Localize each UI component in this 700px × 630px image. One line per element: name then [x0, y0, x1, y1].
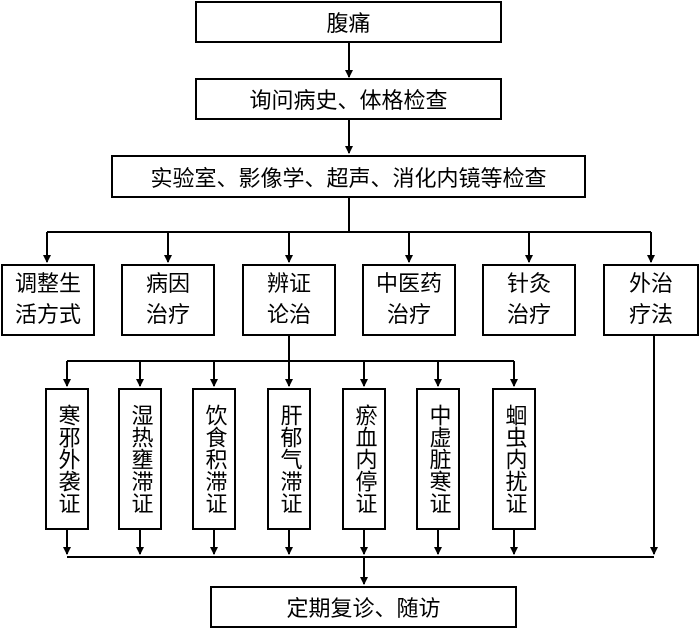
followup-box: 定期复诊、随访 — [210, 586, 517, 628]
history-exam-label: 询问病史、体格检查 — [249, 89, 448, 114]
followup-label: 定期复诊、随访 — [286, 597, 441, 622]
treatment-label: 针灸 治疗 — [506, 272, 551, 328]
syndrome-label: 肝郁气滞证 — [276, 404, 302, 514]
treatment-external-box: 外治 疗法 — [603, 264, 699, 336]
history-exam-box: 询问病史、体格检查 — [195, 78, 502, 120]
treatment-etiology-box: 病因 治疗 — [121, 264, 215, 336]
syndrome-box-4: 肝郁气滞证 — [267, 388, 311, 530]
syndrome-box-1: 寒邪外袭证 — [45, 388, 89, 530]
syndrome-box-2: 湿热壅滞证 — [118, 388, 162, 530]
treatment-label: 中医药 治疗 — [375, 272, 442, 328]
treatment-acupuncture-box: 针灸 治疗 — [482, 264, 576, 336]
treatment-label: 外治 疗法 — [628, 272, 673, 328]
treatment-label: 调整生 活方式 — [14, 272, 81, 328]
abdominal-pain-label: 腹痛 — [326, 12, 371, 37]
treatment-label: 病因 治疗 — [145, 272, 190, 328]
treatment-lifestyle-box: 调整生 活方式 — [1, 264, 95, 336]
syndrome-box-5: 瘀血内停证 — [342, 388, 386, 530]
syndrome-label: 寒邪外袭证 — [54, 404, 80, 514]
syndrome-label: 瘀血内停证 — [351, 404, 377, 514]
syndrome-label: 中虚脏寒证 — [425, 404, 451, 514]
treatment-differentiation-box: 辨证 论治 — [242, 264, 336, 336]
syndrome-box-6: 中虚脏寒证 — [416, 388, 460, 530]
syndrome-box-7: 蛔虫内扰证 — [492, 388, 536, 530]
lab-imaging-label: 实验室、影像学、超声、消化内镜等检查 — [150, 166, 547, 192]
abdominal-pain-box: 腹痛 — [195, 1, 502, 43]
syndrome-label: 蛔虫内扰证 — [501, 404, 527, 514]
syndrome-box-3: 饮食积滞证 — [192, 388, 236, 530]
syndrome-label: 饮食积滞证 — [201, 404, 227, 514]
treatment-label: 辨证 论治 — [266, 272, 311, 328]
lab-imaging-box: 实验室、影像学、超声、消化内镜等检查 — [111, 155, 586, 198]
syndrome-label: 湿热壅滞证 — [127, 404, 153, 514]
treatment-tcm-box: 中医药 治疗 — [362, 264, 456, 336]
